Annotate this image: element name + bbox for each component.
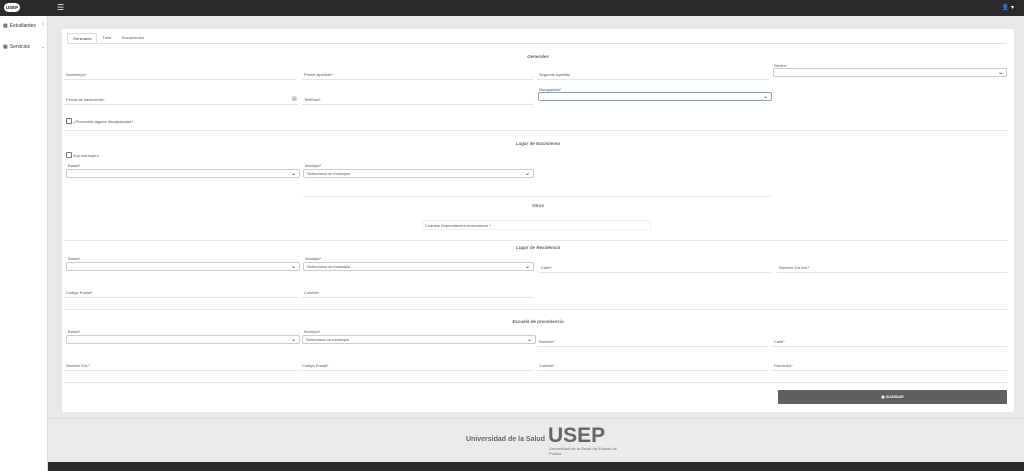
section-title-residencia: Lugar de Residencia: [515, 245, 560, 250]
colonia-escuela-field[interactable]: Colonia*: [537, 361, 769, 371]
estado-label: Estado*: [68, 257, 81, 261]
municipio-label: Municipio*: [305, 164, 322, 168]
colonia-residencia-field[interactable]: Colonia*: [302, 288, 534, 298]
genero-label: Género*: [774, 64, 788, 68]
checkbox-label: ¿Presentas alguna discapacidad?: [73, 118, 134, 124]
select-value: Selecciona un municipio: [306, 337, 350, 342]
chevron-down-icon: ⌄: [290, 171, 296, 177]
estado-escuela-select[interactable]: ⌄: [66, 335, 300, 344]
section-title-nacimiento: Lugar de Nacimiento: [515, 141, 561, 146]
estado-label: Estado*: [68, 330, 81, 334]
tab-bar: Generales Tutor Documentos: [67, 33, 149, 43]
chevron-down-icon: ⌄: [997, 70, 1003, 76]
select-value: Selecciona un municipio: [307, 171, 351, 176]
user-menu[interactable]: 👤 ▾: [1002, 4, 1014, 11]
chevron-up-icon: ⌃: [40, 23, 45, 29]
discapacidad-checkbox[interactable]: ¿Presentas alguna discapacidad?: [66, 118, 133, 124]
top-bar: USEP ☰ 👤 ▾: [0, 0, 1024, 16]
section-title-generales: Generales: [527, 54, 549, 59]
numero-escuela-field[interactable]: Número Ext.*: [64, 361, 298, 371]
sidebar-item-estudiantes[interactable]: ▩ Estudiantes ⌃: [3, 21, 47, 31]
discapacidad-label: Discapacidad*: [539, 88, 562, 92]
estado-nacimiento-select[interactable]: ⌄: [66, 169, 300, 178]
chevron-down-icon: ⌄: [290, 264, 296, 270]
sidebar-item-servicios[interactable]: ▦ Servicios ⌄: [3, 42, 47, 52]
users-icon: ▩: [3, 23, 8, 29]
municipio-label: Municipio*: [305, 257, 322, 261]
usep-logo: USEP: [548, 424, 606, 447]
chevron-down-icon: ⌄: [524, 171, 530, 177]
section-title-escuela: Escuela de procedencia: [512, 319, 564, 324]
divider: [64, 309, 1008, 310]
calle-residencia-field[interactable]: Calle*: [539, 263, 771, 273]
student-form-card: Generales Tutor Documentos Generales Nom…: [62, 29, 1014, 412]
calle-escuela-field[interactable]: Calle*: [772, 337, 1007, 347]
dependientes-field[interactable]: Cuantos Dependientes económicos *: [422, 220, 651, 230]
save-button-label: GUARDAR: [885, 395, 904, 399]
chevron-down-icon: ▾: [1010, 5, 1014, 11]
checkbox-label: Soy extranjero: [73, 152, 99, 158]
user-icon: 👤: [1001, 5, 1010, 11]
codigo-postal-residencia-field[interactable]: Código Postal*: [64, 288, 298, 298]
calendar-icon[interactable]: ▤: [292, 96, 297, 102]
select-value: Selecciona un municipio: [307, 264, 351, 269]
bottom-bar: [48, 462, 1024, 471]
chevron-down-icon: ⌄: [762, 94, 768, 100]
save-button[interactable]: ▣ GUARDAR: [778, 390, 1007, 404]
chevron-down-icon: ⌄: [290, 337, 296, 343]
fecha-nacimiento-field[interactable]: Fecha de nacimiento*: [64, 95, 298, 105]
chevron-down-icon: ⌄: [40, 44, 45, 50]
genero-select[interactable]: ⌄: [773, 68, 1007, 77]
divider: [303, 196, 771, 197]
primer-apellido-field[interactable]: Primer Apellido*: [302, 70, 534, 80]
chevron-down-icon: ⌄: [524, 264, 530, 270]
sidebar-item-label: Servicios: [9, 44, 31, 50]
usep-logo-badge[interactable]: USEP: [4, 3, 20, 12]
tab-divider: [67, 43, 1007, 44]
save-icon: ▣: [881, 395, 885, 399]
chevron-down-icon: ⌄: [526, 337, 532, 343]
tab-documentos[interactable]: Documentos: [121, 35, 145, 40]
estado-residencia-select[interactable]: ⌄: [66, 262, 300, 271]
codigo-postal-escuela-field[interactable]: Código Postal*: [300, 361, 534, 371]
sidebar-item-label: Estudiantes: [9, 23, 36, 29]
footer-university-name: Universidad de la Salud: [466, 436, 545, 443]
promedio-escuela-field[interactable]: Promedio*: [772, 361, 1007, 371]
segundo-apellido-field[interactable]: Segundo Apellido: [537, 70, 769, 80]
extranjero-checkbox[interactable]: Soy extranjero: [66, 152, 99, 158]
tab-tutor[interactable]: Tutor: [102, 35, 112, 40]
section-title-otros: Otros: [531, 203, 544, 208]
divider: [64, 240, 1008, 241]
municipio-label: Municipio*: [304, 330, 321, 334]
estado-label: Estado*: [68, 164, 81, 168]
nombre-field[interactable]: Nombre(s)*: [64, 70, 296, 80]
sidebar: ▩ Estudiantes ⌃ ▦ Servicios ⌄: [0, 16, 48, 471]
divider: [64, 130, 1008, 131]
municipio-residencia-select[interactable]: Selecciona un municipio ⌄: [303, 262, 534, 271]
hamburger-icon[interactable]: ☰: [57, 3, 65, 12]
telefono-field[interactable]: Teléfono*: [302, 95, 534, 105]
divider: [64, 382, 1008, 383]
municipio-nacimiento-select[interactable]: Selecciona un municipio ⌄: [303, 169, 534, 178]
nombre-escuela-field[interactable]: Nombre*: [537, 337, 769, 347]
footer: [48, 418, 1024, 462]
list-icon: ▦: [3, 44, 8, 50]
numero-residencia-field[interactable]: Número Ext./Int.*: [777, 263, 1007, 273]
checkbox-box[interactable]: [66, 152, 72, 158]
checkbox-box[interactable]: [66, 118, 72, 124]
tab-generales[interactable]: Generales: [67, 33, 98, 43]
usep-logo-subtitle: Universidad de la Salud del Estado de Pu…: [549, 446, 617, 456]
discapacidad-select[interactable]: ⌄: [538, 92, 772, 101]
municipio-escuela-select[interactable]: Selecciona un municipio ⌄: [302, 335, 536, 344]
